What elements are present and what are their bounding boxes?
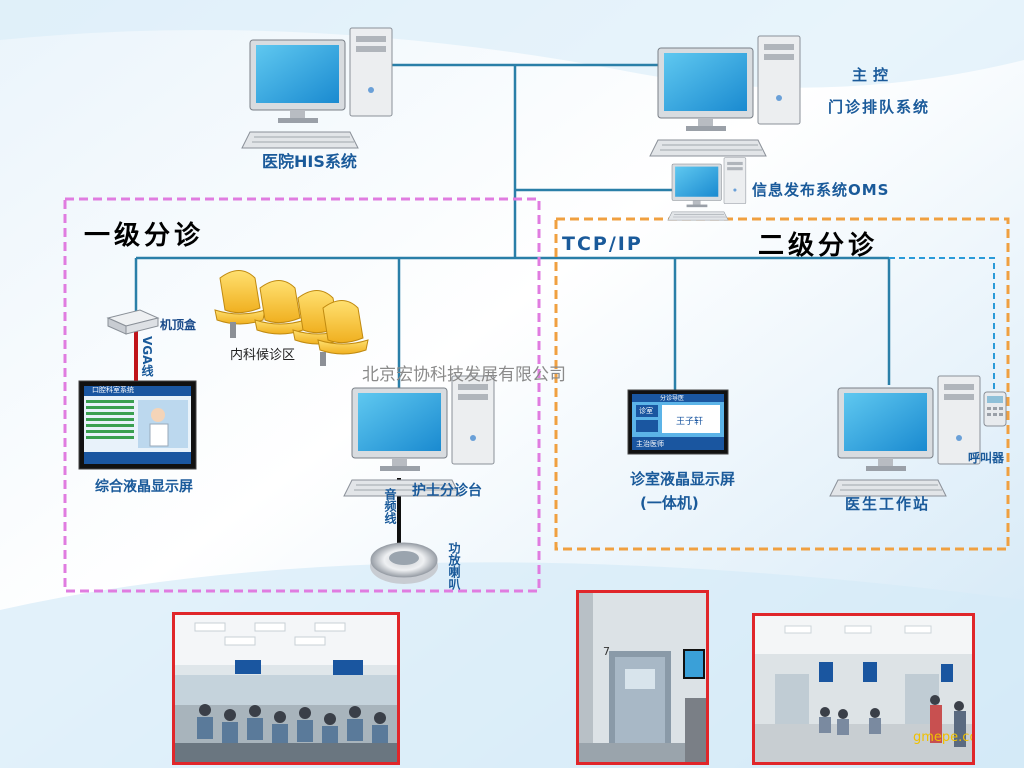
vga-label: VGA线	[140, 336, 154, 377]
clinic-room-door-photo: 7	[576, 590, 709, 765]
corridor-photo: gmepe.com	[752, 613, 975, 765]
main-control-label: 主控	[852, 66, 895, 84]
caller-dashed-line	[889, 257, 995, 390]
room-display-sub-label: (一体机)	[640, 494, 699, 512]
caller-device-icon	[983, 391, 1007, 427]
waiting-area-label: 内科候诊区	[230, 348, 296, 363]
level2-zone	[554, 217, 1010, 551]
corridor-scene	[755, 616, 972, 762]
clinic-door-scene	[579, 593, 706, 762]
caller-label: 呼叫器	[968, 451, 1005, 465]
room-display-icon	[627, 389, 729, 455]
room-doctor-text: 王子轩	[676, 417, 704, 427]
audio-line-label: 音频线	[383, 488, 397, 524]
door-number: 7	[603, 645, 610, 658]
oms-label: 信息发布系统OMS	[752, 181, 890, 199]
level1-title: 一级分诊	[84, 221, 205, 251]
room-status-text: 诊室	[639, 407, 653, 415]
tcpip-label: TCP/IP	[562, 233, 643, 255]
speaker-icon	[370, 542, 438, 584]
waiting-chairs-icon	[214, 270, 369, 366]
waiting-hall-photo	[172, 612, 400, 765]
lcd-display-icon	[78, 380, 197, 470]
lcd-header-text: 口腔科室系统	[92, 386, 134, 394]
amp-speaker-label: 功放喇叭	[447, 542, 461, 590]
company-label: 北京宏协科技发展有限公司	[362, 365, 566, 385]
watermark: gmepe.com	[913, 730, 972, 745]
doctor-station-label: 医生工作站	[845, 495, 931, 513]
nurse-station-label: 护士分诊台	[412, 483, 482, 499]
room-display-label: 诊室液晶显示屏	[630, 470, 736, 488]
level2-title: 二级分诊	[758, 231, 879, 261]
queue-system-label: 门诊排队系统	[828, 98, 931, 116]
his-label: 医院HIS系统	[262, 152, 357, 171]
waiting-hall-scene	[175, 615, 397, 762]
set-top-box-icon	[106, 309, 160, 335]
room-title-text: 分诊导医	[660, 395, 685, 402]
set-top-box-label: 机顶盒	[160, 318, 197, 332]
lcd-display-label: 综合液晶显示屏	[95, 479, 193, 495]
room-footer-text: 主治医师	[636, 440, 664, 448]
network-lines	[134, 63, 891, 392]
